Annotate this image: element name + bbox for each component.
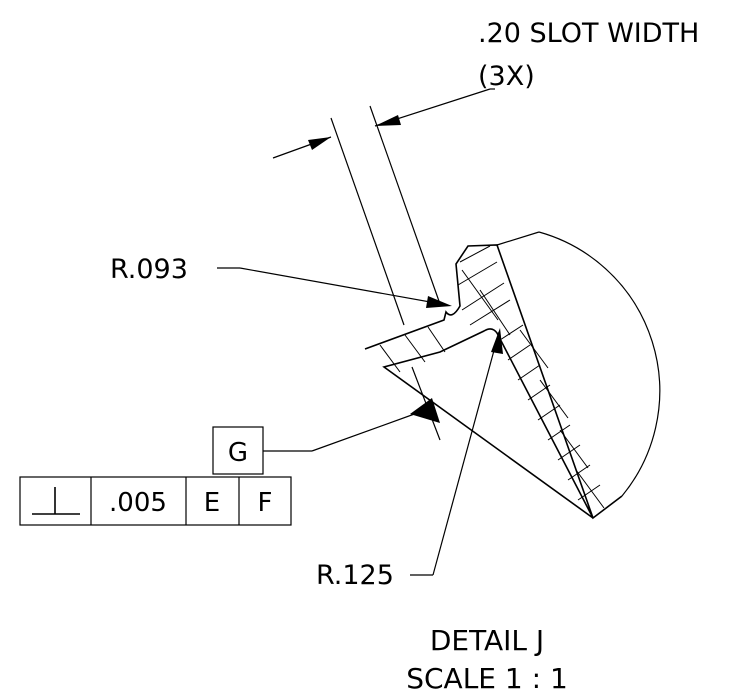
part-arc-outline	[538, 231, 661, 497]
slot-width-count: (3X)	[478, 61, 535, 92]
fcf-datum-secondary: F	[258, 488, 273, 518]
radius-093-arrowhead	[426, 296, 452, 308]
slot-extension-line-left	[330, 117, 405, 326]
fcf-outer	[19, 476, 292, 526]
detail-scale: SCALE 1 : 1	[406, 662, 568, 695]
datum-g-triangle	[410, 398, 440, 423]
radius-093-leader	[239, 267, 448, 306]
part-section-outline	[364, 244, 623, 520]
datum-g-letter: G	[228, 438, 248, 468]
detail-title: DETAIL J	[430, 624, 544, 657]
fcf-tolerance: .005	[109, 488, 167, 518]
slot-extension-line-right	[369, 105, 441, 305]
radius-093-label: R.093	[110, 254, 188, 285]
section-hatching	[379, 245, 605, 509]
datum-g-leader-angled	[311, 411, 421, 452]
radius-125-arrowhead	[491, 328, 503, 354]
perpendicularity-icon	[32, 487, 80, 515]
flange-edge	[496, 231, 540, 246]
slot-dim-arrowhead-left	[308, 137, 331, 150]
radius-125-leader	[432, 331, 500, 576]
slot-dim-arrowhead-right	[375, 115, 401, 126]
feature-control-frame: .005 E F	[19, 476, 292, 526]
slot-width-label: .20 SLOT WIDTH	[478, 18, 699, 49]
radius-125-label: R.125	[316, 560, 394, 591]
fcf-datum-primary: E	[204, 488, 220, 518]
